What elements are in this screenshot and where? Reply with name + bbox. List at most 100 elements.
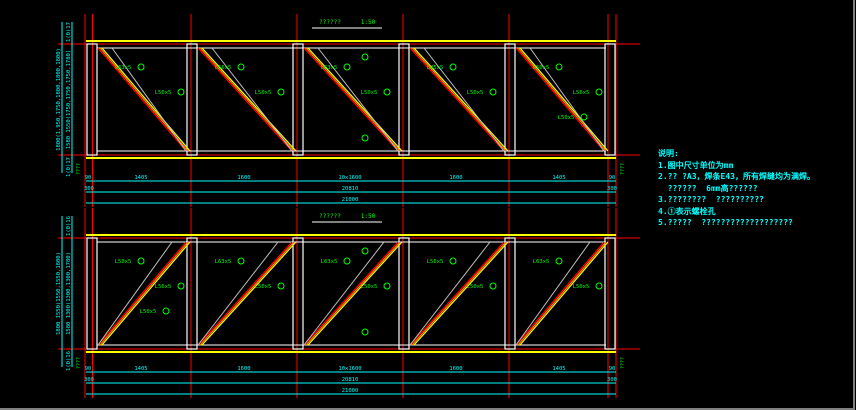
diagonal-brace xyxy=(197,47,293,152)
diagonal-brace xyxy=(97,47,187,152)
left-dimension: 1800(1,950,1750,1800,1800,1800) xyxy=(56,48,62,151)
dimension-text: 1405 xyxy=(552,366,565,372)
diagonal-brace xyxy=(307,47,403,152)
member-label: L56x5 xyxy=(427,259,444,265)
dimension-text: 1405 xyxy=(134,175,147,181)
member-label: L50x5 xyxy=(255,284,272,290)
diagonal-secondary xyxy=(97,241,173,346)
vertical-post xyxy=(398,43,410,156)
dimension-text: 1405 xyxy=(552,175,565,181)
diagonal-brace xyxy=(519,47,609,152)
bolt-mark-icon xyxy=(277,282,285,290)
dimension-text: 21000 xyxy=(342,197,359,203)
diagonal-brace xyxy=(99,241,189,346)
elevation-scale: 1:50 xyxy=(361,213,376,220)
diagonal-brace xyxy=(411,241,507,346)
vertical-post xyxy=(186,43,198,156)
note-line-5: 4.①表示螺栓孔 xyxy=(658,206,716,216)
diagonal-brace xyxy=(517,241,607,346)
bolt-mark-icon xyxy=(237,257,245,265)
bolt-mark-icon xyxy=(555,63,563,71)
diagonal-secondary xyxy=(111,47,187,152)
dimension-text: 90 xyxy=(609,366,616,372)
diagonal-brace xyxy=(303,241,399,346)
bolt-mark-icon xyxy=(489,88,497,96)
vertical-post xyxy=(504,43,516,156)
member-label: L63x5 xyxy=(533,259,550,265)
vertical-post xyxy=(604,237,616,350)
elevation-title: ?????? xyxy=(319,19,341,26)
diagonal-secondary xyxy=(317,47,399,152)
diagonal-brace xyxy=(519,241,609,346)
note-line-2: 2.?? ?A3，焊条E43，所有焊缝均为满焊。 xyxy=(658,172,815,181)
member-label: L50x5 xyxy=(140,309,157,315)
diagonal-brace xyxy=(199,241,295,346)
note-line-6: 5.????? ??????????????????? xyxy=(658,218,793,227)
member-label: L50x5 xyxy=(155,90,172,96)
diagonal-secondary xyxy=(211,47,293,152)
dimension-text: 20810 xyxy=(342,377,359,383)
member-label: L56x5 xyxy=(215,65,232,71)
bolt-mark-icon xyxy=(489,282,497,290)
member-label: L50x5 xyxy=(573,284,590,290)
dimension-text: 10x1600 xyxy=(338,366,361,372)
dimension-text: 1600 xyxy=(237,366,250,372)
left-dimension: 1580 1550(1750,1750,1750,1780) xyxy=(66,50,72,149)
member-label: L50x5 xyxy=(467,284,484,290)
diagonal-brace xyxy=(101,241,191,346)
bolt-mark-icon xyxy=(277,88,285,96)
diagonal-brace xyxy=(201,47,297,152)
dimension-text: 300 xyxy=(84,377,94,383)
bolt-mark-icon xyxy=(137,63,145,71)
left-dimension: 1(0)17 xyxy=(66,22,72,42)
member-label: L50x5 xyxy=(467,90,484,96)
dimension-text: 21000 xyxy=(342,388,359,394)
diagonal-brace xyxy=(515,241,605,346)
member-label: L56x5 xyxy=(573,90,590,96)
vertical-post xyxy=(86,43,98,156)
diagonal-secondary xyxy=(529,47,605,152)
diagonal-secondary xyxy=(515,241,591,346)
diagonal-brace xyxy=(413,241,509,346)
vertical-post xyxy=(398,237,410,350)
detail-marker-icon xyxy=(361,328,369,336)
bolt-mark-icon xyxy=(162,307,170,315)
dimension-text: 90 xyxy=(85,366,92,372)
dimension-text: 1600 xyxy=(449,175,462,181)
elevation-mark: ???? xyxy=(76,163,82,175)
dimension-text: 300 xyxy=(607,377,617,383)
vertical-post xyxy=(604,43,616,156)
dimension-text: 300 xyxy=(607,186,617,192)
vertical-post xyxy=(504,237,516,350)
detail-marker-icon xyxy=(361,53,369,61)
dimension-text: 1600 xyxy=(449,366,462,372)
member-label: L63x5 xyxy=(321,259,338,265)
vertical-post xyxy=(186,237,198,350)
diagonal-secondary xyxy=(409,241,491,346)
elevation-mark: ???? xyxy=(76,357,82,369)
left-dimension: 1800 1550(1550,1550,1800) xyxy=(56,252,62,335)
diagonal-brace xyxy=(307,241,403,346)
member-label: L50x5 xyxy=(255,90,272,96)
bolt-mark-icon xyxy=(580,113,588,121)
diagonal-brace xyxy=(409,47,505,152)
vertical-post xyxy=(292,43,304,156)
bolt-mark-icon xyxy=(343,257,351,265)
left-dimension: 1(0)16 xyxy=(66,351,72,371)
bolt-mark-icon xyxy=(449,257,457,265)
dimension-text: 90 xyxy=(85,175,92,181)
dimension-text: 1600 xyxy=(237,175,250,181)
bolt-mark-icon xyxy=(237,63,245,71)
elevation-mark: ???? xyxy=(620,163,626,175)
diagonal-brace xyxy=(515,47,605,152)
member-label: L50x5 xyxy=(361,90,378,96)
diagonal-brace xyxy=(409,241,505,346)
dimension-text: 300 xyxy=(84,186,94,192)
vertical-post xyxy=(292,237,304,350)
bolt-mark-icon xyxy=(595,88,603,96)
bolt-mark-icon xyxy=(595,282,603,290)
member-label: L50x5 xyxy=(558,115,575,121)
detail-marker-icon xyxy=(361,247,369,255)
